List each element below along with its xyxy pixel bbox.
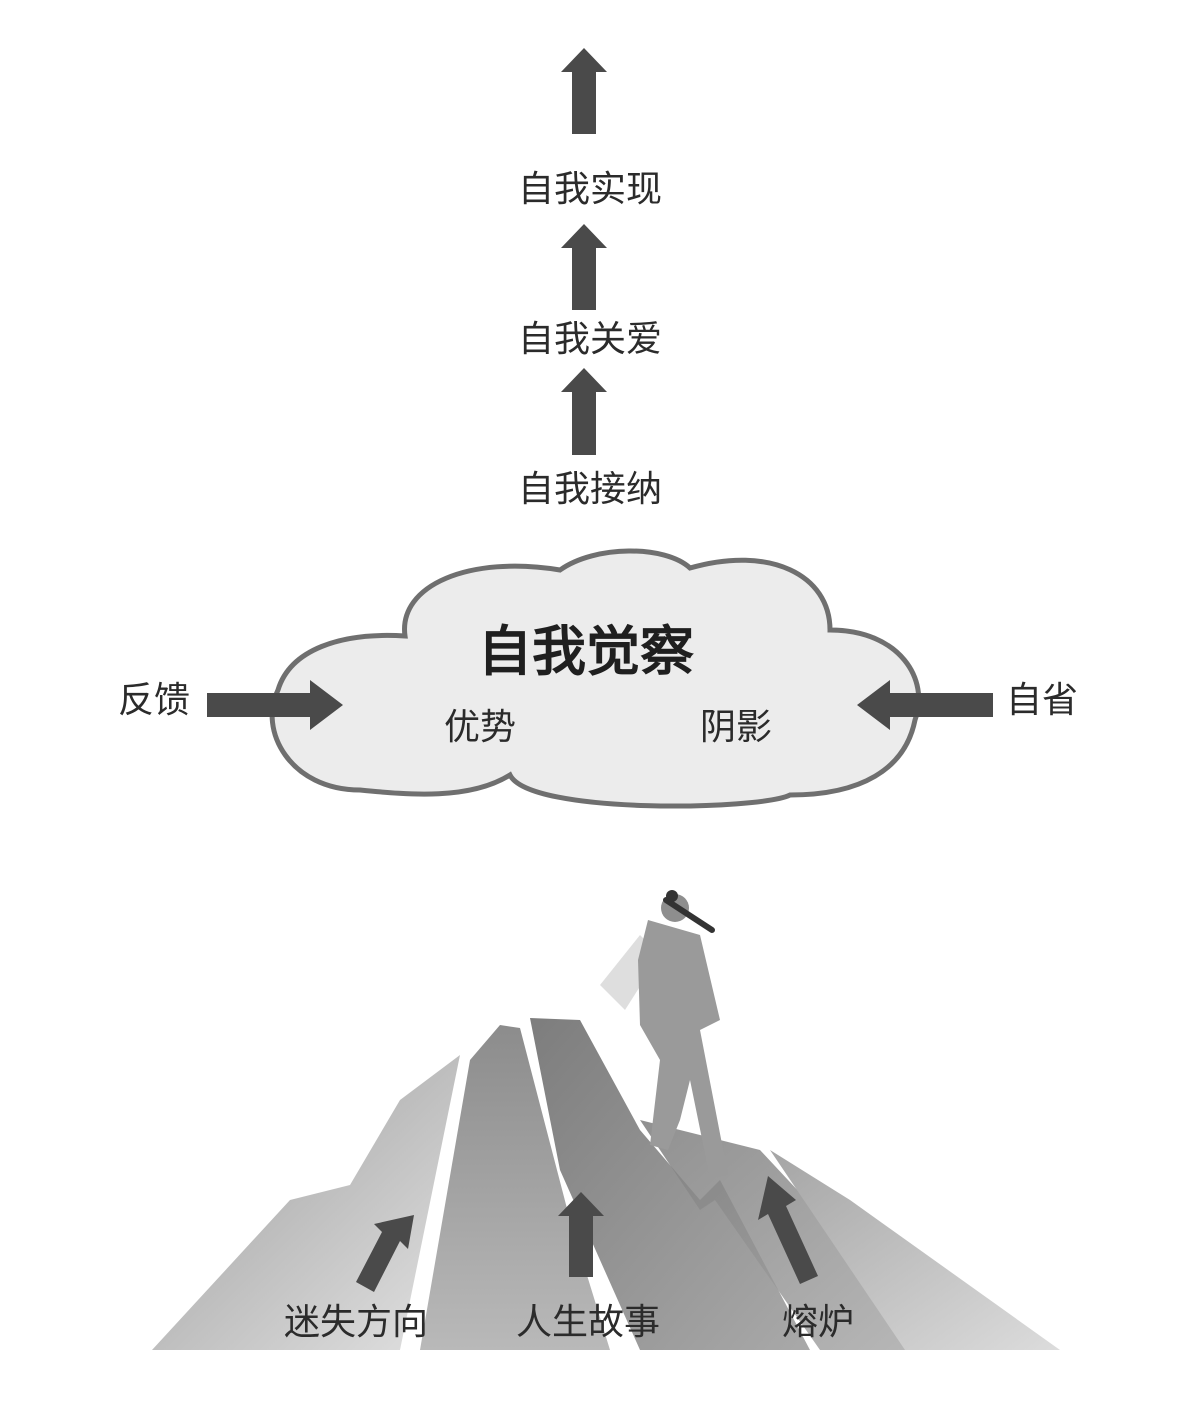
person-with-telescope-illustration — [600, 890, 728, 1178]
cloud-item-strengths: 优势 — [444, 707, 517, 748]
mountain-illustration — [152, 1018, 1060, 1350]
input-label-feedback: 反馈 — [118, 680, 191, 721]
arrow-mountain-center — [558, 1192, 604, 1277]
step-self-actualization: 自我实现 — [518, 169, 663, 210]
mountain-label-life-story: 人生故事 — [516, 1302, 661, 1343]
arrow-left-reflection — [857, 680, 993, 730]
arrow-mountain-left — [356, 1215, 414, 1292]
arrow-right-feedback — [207, 680, 343, 730]
cloud-item-shadow: 阴影 — [700, 707, 773, 748]
cloud-title: 自我觉察 — [478, 620, 694, 683]
mountain-label-lost: 迷失方向 — [284, 1302, 429, 1343]
arrow-up-top — [561, 48, 607, 134]
arrow-up-middle — [561, 224, 607, 310]
mountain-label-crucible: 熔炉 — [782, 1302, 855, 1343]
arrow-mountain-right — [758, 1176, 818, 1284]
arrow-up-bottom — [561, 368, 607, 455]
step-self-acceptance: 自我接纳 — [518, 469, 663, 510]
cloud-shape — [269, 548, 922, 809]
step-self-care: 自我关爱 — [518, 319, 663, 360]
input-label-reflection: 自省 — [1006, 680, 1079, 721]
